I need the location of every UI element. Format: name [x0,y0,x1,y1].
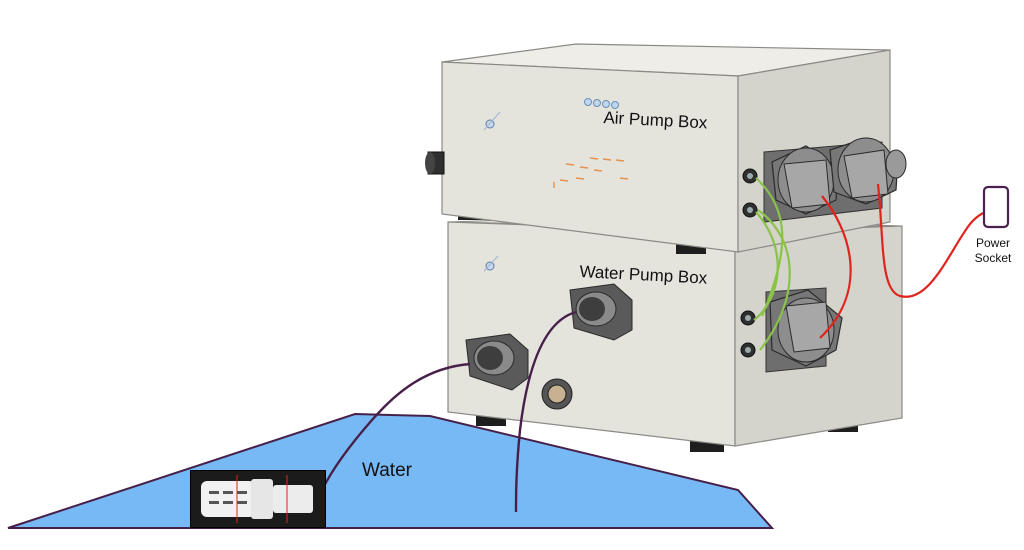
power-socket-label-line1: Power [975,236,1010,250]
air-inlet-fitting [425,151,445,175]
filter-photo [190,470,326,528]
signal-wires [753,177,791,351]
water-inlet-fitting [465,333,529,391]
air-pump-box [425,43,907,254]
power-socket-label-line2: Socket [974,251,1012,265]
water-label: Water [362,460,412,481]
orange-markings [553,157,629,188]
power-socket-icon [982,185,1010,229]
filter-image [191,471,325,527]
screw-icon [483,111,501,131]
air-pump-socket-2 [829,137,907,205]
indicator-dots [584,98,619,109]
small-connector [541,378,573,410]
water-pump-socket [769,289,843,367]
power-socket-label: Power Socket [966,236,1020,266]
box-foot [676,244,706,254]
water-pump-box [447,215,903,452]
water-hoses [320,310,577,513]
water-outlet-fitting [569,283,633,341]
screw-icon [483,255,499,272]
power-wires [819,183,997,339]
